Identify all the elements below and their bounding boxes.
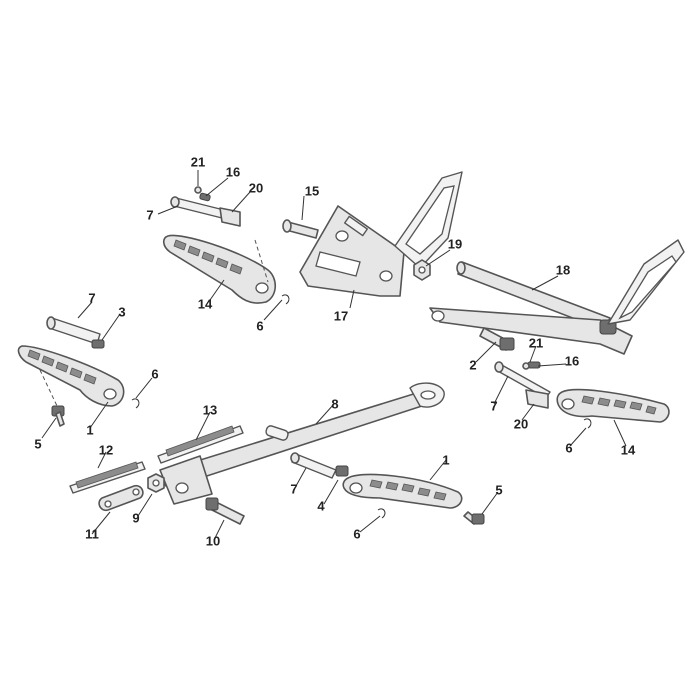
- callout-1-left: 1: [86, 423, 93, 438]
- leader-lines: [41, 170, 627, 541]
- plate-20-right: [525, 389, 549, 409]
- callout-17: 17: [334, 309, 348, 324]
- footpeg-1-right: [342, 473, 463, 509]
- callout-12: 12: [99, 443, 113, 458]
- callout-11: 11: [85, 527, 99, 542]
- callout-6-top: 6: [256, 319, 263, 334]
- callout-5-left: 5: [34, 437, 41, 452]
- callout-6-left: 6: [151, 367, 158, 382]
- callout-16-top: 16: [226, 165, 240, 180]
- nut-9: [147, 473, 165, 493]
- clip-6-right: [583, 418, 592, 429]
- callout-10: 10: [206, 534, 220, 549]
- link-11: [98, 484, 144, 512]
- nut-19: [413, 259, 431, 281]
- callout-16-right: 16: [565, 354, 579, 369]
- footpeg-14-right: [556, 388, 670, 423]
- callout-7-top: 7: [146, 208, 153, 223]
- callout-19: 19: [448, 237, 462, 252]
- callout-21-right: 21: [529, 336, 543, 351]
- spring-13: [157, 425, 244, 464]
- ball-21-right: [522, 362, 530, 370]
- callout-13: 13: [203, 403, 217, 418]
- bracket-18-group: [429, 239, 685, 355]
- footpeg-1-left: [17, 345, 125, 407]
- callout-3: 3: [118, 305, 125, 320]
- callout-8: 8: [331, 397, 338, 412]
- callout-4: 4: [317, 499, 325, 514]
- callout-2: 2: [469, 358, 476, 373]
- callout-7-middle: 7: [290, 482, 297, 497]
- ball-21-top: [194, 186, 202, 194]
- bracket-group: [282, 171, 463, 297]
- clip-6-bottom: [377, 508, 386, 519]
- bracket-17: [299, 171, 463, 297]
- callout-14-right: 14: [621, 443, 636, 458]
- bolt-5-right: [463, 511, 485, 525]
- bolt-2: [479, 327, 515, 351]
- bolt-15: [282, 219, 319, 239]
- pin-7-middle: [290, 452, 337, 479]
- front-left-footrest-group: [17, 316, 140, 427]
- plate-20-top: [219, 207, 241, 227]
- bolt-10: [205, 497, 245, 525]
- callout-20-top: 20: [249, 181, 263, 196]
- callout-5-right: 5: [495, 483, 502, 498]
- clip-6-top: [281, 294, 290, 305]
- spring-4: [335, 465, 349, 477]
- callout-1-right: 1: [442, 453, 449, 468]
- callout-7-left: 7: [88, 291, 95, 306]
- callout-15: 15: [305, 184, 319, 199]
- callout-9: 9: [132, 511, 139, 526]
- spring-3: [91, 339, 105, 349]
- callout-labels: 21 16 20 7 14 6 15 17 19 18 7 3 6 5 1 2 …: [34, 155, 636, 549]
- spring-16-right: [527, 361, 541, 369]
- pin-7-left: [46, 316, 101, 345]
- callout-6-bottom: 6: [353, 527, 360, 542]
- callout-20-right: 20: [514, 417, 528, 432]
- callout-6-right: 6: [565, 441, 572, 456]
- callout-21-top: 21: [191, 155, 205, 170]
- rear-right-footrest-group: [494, 361, 670, 429]
- bolt-5-left: [51, 405, 65, 427]
- callout-14-top: 14: [198, 297, 213, 312]
- rear-left-footrest-group: [162, 186, 290, 305]
- callout-7-right: 7: [490, 399, 497, 414]
- callout-18: 18: [556, 263, 570, 278]
- footpeg-14-top: [162, 234, 277, 304]
- clip-6-left: [131, 398, 140, 409]
- spring-12: [69, 461, 146, 494]
- pin-7-top: [170, 196, 233, 221]
- spacer: [265, 425, 289, 441]
